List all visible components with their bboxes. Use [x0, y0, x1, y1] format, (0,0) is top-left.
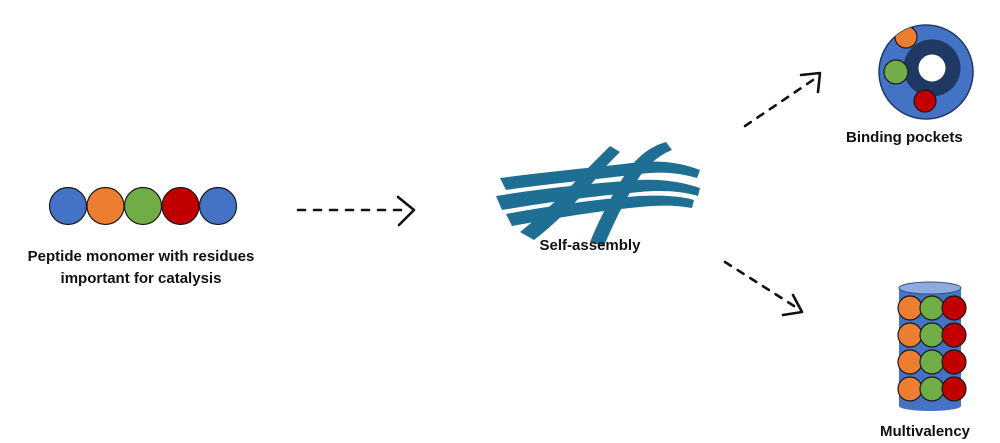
arrow-to-self-assembly: [298, 197, 414, 225]
pocket-residue-green: [884, 60, 908, 84]
arrow-to-multivalency: [725, 262, 802, 315]
column-residue-orange: [898, 323, 922, 347]
residue-green: [125, 188, 162, 225]
arrow-to-binding-pockets: [745, 73, 820, 126]
column-residue-orange: [898, 377, 922, 401]
peptide-monomer-chain: [50, 188, 237, 225]
residue-orange: [87, 188, 124, 225]
monomer-label-line2: important for catalysis: [0, 268, 282, 290]
monomer-label-line1: Peptide monomer with residues: [0, 246, 282, 268]
column-residue-red: [942, 323, 966, 347]
self-assembly-label: Self-assembly: [510, 235, 670, 257]
pocket-residue-red: [914, 90, 936, 112]
column-residue-orange: [898, 350, 922, 374]
binding-pocket-icon: [879, 25, 973, 119]
self-assembled-fiber-icon: [496, 142, 700, 246]
binding-pockets-label: Binding pockets: [846, 127, 1000, 149]
residue-blue: [200, 188, 237, 225]
column-residue-green: [920, 323, 944, 347]
residue-red: [162, 188, 199, 225]
column-residue-red: [942, 296, 966, 320]
residue-blue: [50, 188, 87, 225]
multivalent-column-icon: [898, 282, 966, 411]
monomer-label: Peptide monomer with residues important …: [0, 246, 282, 290]
column-residue-red: [942, 350, 966, 374]
column-residue-orange: [898, 296, 922, 320]
column-residue-green: [920, 350, 944, 374]
multivalency-label: Multivalency: [880, 421, 1000, 443]
column-residue-red: [942, 377, 966, 401]
column-residue-green: [920, 296, 944, 320]
column-residue-green: [920, 377, 944, 401]
